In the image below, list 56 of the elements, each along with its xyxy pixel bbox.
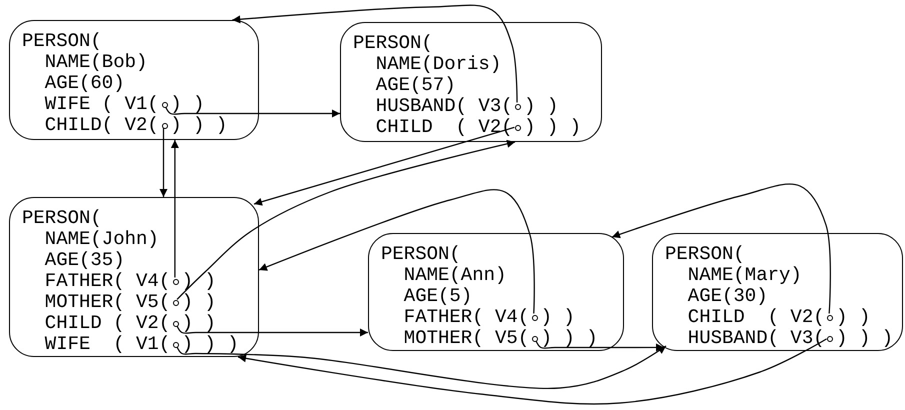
field-text: PERSON( bbox=[353, 33, 433, 54]
pointer-arrow bbox=[535, 340, 664, 352]
field-text: NAME(Doris) bbox=[376, 54, 502, 75]
pointer-arrow bbox=[164, 106, 340, 118]
field-text: HUSBAND( V3( ) ) bbox=[376, 96, 558, 117]
pointer-arrow bbox=[176, 346, 666, 389]
record-box bbox=[368, 233, 624, 351]
field-text: AGE(60) bbox=[44, 73, 125, 94]
field-text: CHILD ( V2( ) ) bbox=[688, 307, 870, 328]
field-text: PERSON( bbox=[22, 208, 102, 229]
field-text: PERSON( bbox=[22, 31, 102, 52]
field-text: CHILD ( V2( ) ) bbox=[44, 313, 216, 334]
pointer-arrow bbox=[170, 140, 179, 278]
field-text: WIFE ( V1( ) ) bbox=[44, 94, 204, 115]
field-text: AGE(5) bbox=[404, 286, 472, 307]
field-text: CHILD ( V2( ) ) ) bbox=[376, 117, 582, 138]
field-text: AGE(57) bbox=[376, 75, 456, 96]
record-box bbox=[9, 197, 259, 357]
field-text: NAME(Ann) bbox=[404, 265, 506, 286]
pointer-arrow bbox=[258, 189, 535, 314]
field-text: FATHER( V4( ) ) bbox=[404, 307, 575, 328]
record-box bbox=[9, 20, 259, 140]
field-text: PERSON( bbox=[381, 244, 461, 265]
field-text: PERSON( bbox=[665, 244, 745, 265]
pointer-arrow bbox=[254, 126, 515, 206]
pointer-dot bbox=[515, 124, 522, 130]
pointer-dot bbox=[515, 104, 522, 110]
pointer-dot bbox=[172, 320, 179, 326]
pointer-dot bbox=[827, 314, 834, 320]
field-text: AGE(30) bbox=[688, 286, 768, 307]
field-text: WIFE ( V1( ) ) ) bbox=[44, 334, 239, 355]
pointer-dot bbox=[172, 300, 179, 306]
record-box bbox=[652, 233, 903, 351]
pointer-dot bbox=[162, 102, 168, 108]
pointer-arrow bbox=[232, 4, 518, 103]
pointer-arrow bbox=[160, 128, 168, 197]
record-box bbox=[340, 22, 602, 142]
pointer-dot bbox=[172, 342, 179, 348]
pointer-arrow bbox=[238, 338, 827, 405]
pointer-dot bbox=[162, 122, 168, 128]
pointer-dot bbox=[532, 336, 538, 342]
field-text: MOTHER( V5( ) ) bbox=[44, 292, 216, 313]
field-text: NAME(John) bbox=[44, 229, 159, 250]
field-text: CHILD( V2( ) ) ) bbox=[44, 115, 228, 136]
field-text: FATHER( V4( ) ) bbox=[44, 271, 216, 292]
pointer-arrow bbox=[612, 184, 831, 314]
pointer-arrow bbox=[176, 324, 368, 336]
pointer-dot bbox=[172, 278, 179, 284]
field-text: HUSBAND( V3( ) ) ) bbox=[688, 328, 894, 349]
field-text: NAME(Bob) bbox=[44, 52, 148, 73]
pointer-dot bbox=[827, 336, 834, 342]
field-text: MOTHER( V5( ) ) ) bbox=[404, 328, 598, 349]
field-text: AGE(35) bbox=[44, 250, 125, 271]
pointer-arrow bbox=[176, 140, 516, 300]
pointer-dot bbox=[532, 314, 538, 320]
field-text: NAME(Mary) bbox=[688, 265, 802, 286]
